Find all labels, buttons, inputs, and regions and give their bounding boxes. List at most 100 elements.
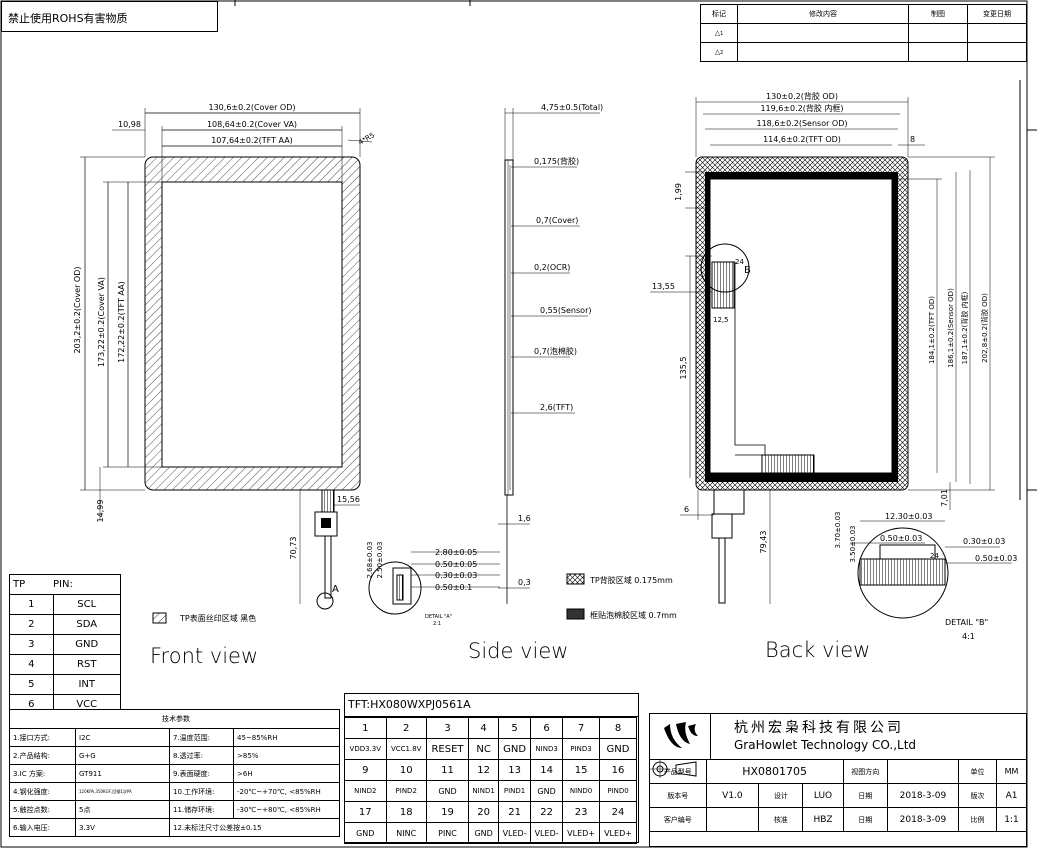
title-block: 杭州宏枭科技有限公司 GraHowlet Technology CO.,Ltd … [649, 713, 1027, 847]
tft-model-title: TFT:HX080WXPJ0561A [345, 694, 638, 717]
revision-table: 标记 修改内容 制图 变更日期 △1 △2 [700, 4, 1027, 62]
dim-front-tft-aa-h: 172,22±0.2(TFT AA) [117, 281, 126, 363]
back-dim-w1: 130±0.2(背胶 OD) [766, 91, 838, 101]
title-block-table: 产品型号 HX0801705 视图方向 单位 MM 版本号 V1.0 设计 LU… [649, 759, 1027, 832]
dim-front-bottom-margin: 14,99 [96, 500, 105, 523]
back-detail-b-circle [700, 243, 750, 293]
rev-mark-2: △2 [700, 42, 738, 62]
company-header: 杭州宏枭科技有限公司 GraHowlet Technology CO.,Ltd [650, 714, 1026, 760]
table-row: 版本号 V1.0 设计 LUO 日期 2018-3-09 版次 A1 [649, 783, 1027, 808]
rohs-warning-box: 禁止使用ROHS有害物质 [1, 1, 218, 32]
front-detail-a-circle [316, 592, 334, 610]
tp-pin-header-pin: PIN: [53, 574, 121, 595]
projection-icon [649, 759, 696, 778]
side-dim-ocr: 0,2(OCR) [534, 263, 570, 272]
rohs-warning-text: 禁止使用ROHS有害物质 [8, 12, 128, 25]
legend-tp-glue: TP背胶区域 0.175mm [589, 575, 673, 585]
detail-a: 2.80±0.05 0.50±0.05 0.30±0.03 0.50±0.1 2… [366, 541, 500, 627]
front-fpc-connector [321, 489, 335, 513]
rev-header-content: 修改内容 [737, 4, 909, 24]
dim-front-cover-od-h: 203,2±0.2(Cover OD) [73, 267, 82, 354]
legend-silkscreen: TP表面丝印区域 黑色 [179, 613, 256, 623]
legend-hatch-swatch [152, 612, 167, 624]
front-view: 130,6±0.2(Cover OD) 108,64±0.2(Cover VA)… [73, 103, 376, 610]
detail-a-dim-1: 2.80±0.05 [435, 548, 477, 557]
company-name-cn: 杭州宏枭科技有限公司 [734, 720, 904, 736]
legend-crosshatch-swatch [566, 573, 585, 585]
rev-mark-1: △1 [700, 23, 738, 43]
detail-b: 12.30±0.03 0.50±0.03 0.30±0.03 0.50±0.03… [834, 511, 1017, 641]
dim-front-cover-va-h: 173,22±0.2(Cover VA) [97, 277, 106, 367]
back-dim-left-off: 13,55 [652, 282, 675, 291]
back-fpc-pads [711, 261, 735, 309]
scale-value: 1:1 [996, 807, 1027, 832]
rev-header-date: 变更日期 [967, 4, 1027, 24]
back-fpc-bond [761, 454, 815, 476]
side-dim-sensor: 0,55(Sensor) [540, 306, 591, 315]
side-dim-glue: 0,175(背胶) [534, 156, 579, 166]
detail-a-circle [368, 561, 422, 615]
detail-b-circle [857, 527, 949, 619]
detail-b-label: DETAIL "B" [945, 618, 988, 627]
front-fpc-ic [321, 518, 331, 528]
detail-b-dim-3: 0.30±0.03 [963, 537, 1005, 546]
table-row: 客户编号 核准 HBZ 日期 2018-3-09 比例 1:1 [649, 807, 1027, 832]
side-dim-fpc-t2: 0,3 [518, 578, 531, 587]
back-dim-h2: 186,1±0.2(Sensor OD) [947, 288, 955, 368]
side-dim-cover: 0,7(Cover) [536, 216, 578, 225]
back-dim-top: 1,99 [674, 183, 683, 201]
detail-b-dim-1: 12.30±0.03 [885, 512, 932, 521]
side-view: 4,75±0.5(Total) 0,175(背胶) 0,7(Cover) 0,2… [498, 103, 603, 604]
back-fpc-stiffener [713, 489, 745, 515]
dim-front-fpc-offset: 15,56 [337, 495, 360, 504]
back-dim-fpc-len: 79,43 [759, 531, 768, 554]
detail-b-dim-7: 24 [930, 552, 939, 560]
detail-a-dim-2: 0.50±0.05 [435, 560, 477, 569]
dim-front-left-margin: 10,98 [118, 120, 141, 129]
dim-front-fpc-len: 70,73 [289, 537, 298, 560]
company-logo-icon [664, 722, 698, 748]
detail-a-dim-3: 0.30±0.03 [435, 571, 477, 580]
projection-symbol [649, 759, 959, 784]
detail-a-dim-4: 0.50±0.1 [435, 583, 472, 592]
legend-frame-foam: 框贴泡棉胶区域 0.7mm [590, 610, 677, 620]
version-value: V1.0 [705, 783, 760, 808]
designer-value: LUO [802, 783, 844, 808]
detail-b-pads [859, 558, 946, 586]
rev-header-mark: 标记 [700, 4, 738, 24]
detail-b-scale: 4:1 [962, 632, 975, 641]
approve-date-value: 2018-3-09 [886, 807, 959, 832]
side-dim-foam: 0,7(泡棉胶) [534, 346, 577, 356]
front-active-area [161, 181, 343, 468]
dim-front-cover-od-w: 130,6±0.2(Cover OD) [209, 103, 296, 112]
product-model: HX0801705 [705, 759, 844, 784]
back-dim-bot: 7,01 [940, 489, 949, 507]
front-detail-mark: A [332, 584, 339, 595]
front-view-title: Front view [150, 644, 258, 668]
side-dim-fpc-t: 1,6 [518, 514, 531, 523]
back-dim-right: 8 [910, 135, 915, 144]
detail-b-dim-2: 0.50±0.03 [880, 534, 922, 543]
side-dim-tft: 2,6(TFT) [540, 403, 573, 412]
back-dim-h-mid: 135,5 [679, 357, 688, 380]
spec-title: 技术参数 [9, 709, 340, 729]
back-dim-w3: 118,6±0.2(Sensor OD) [757, 119, 848, 128]
back-dim-fpc-x: 6 [684, 505, 689, 514]
detail-a-scale: 2:1 [433, 621, 441, 627]
tp-pin-header-tp: TP [9, 574, 53, 595]
detail-a-label: DETAIL "A" [425, 614, 452, 620]
